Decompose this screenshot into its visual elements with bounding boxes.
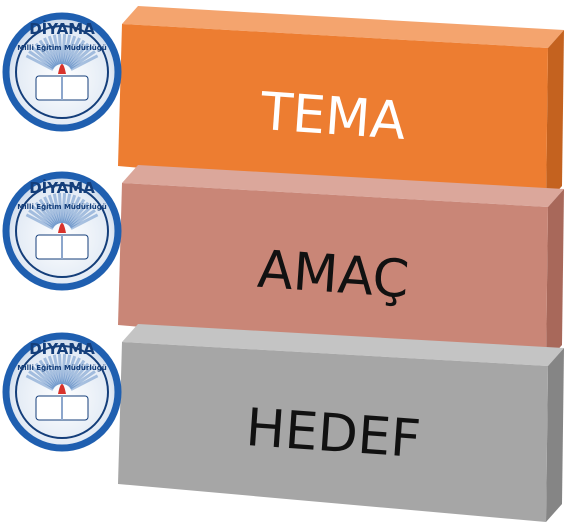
banner-hedef-side-face <box>546 348 564 522</box>
banner-hedef: HEDEF <box>118 324 564 522</box>
school-seal-logo: DİYAMA Milli Eğitim Müdürlüğü <box>2 12 122 132</box>
seal-sub-text: Milli Eğitim Müdürlüğü <box>17 364 106 372</box>
banner-amac-front-face <box>118 183 548 363</box>
banner-amac: AMAÇ <box>118 165 564 363</box>
seal-sub-text: Milli Eğitim Müdürlüğü <box>17 203 106 211</box>
school-seal-logo: DİYAMA Milli Eğitim Müdürlüğü <box>2 171 122 291</box>
banner-tema-front-face <box>118 24 548 204</box>
seal-sub-text: Milli Eğitim Müdürlüğü <box>17 44 106 52</box>
banner-tema-side-face <box>546 30 564 204</box>
seal-arc-text: DİYAMA <box>29 339 95 358</box>
banner-tema-label: TEMA <box>258 82 408 152</box>
banner-amac-top-face <box>122 165 564 207</box>
seal-rays-icon <box>25 192 99 230</box>
seal-rays-icon <box>25 353 99 391</box>
banner-hedef-front-face <box>118 342 548 522</box>
banner-hedef-top-face <box>122 324 564 366</box>
seal-rays-icon <box>25 33 99 71</box>
banner-hedef-label: HEDEF <box>244 398 423 470</box>
banner-tema-top-face <box>122 6 564 48</box>
banner-tema: TEMA <box>118 6 564 204</box>
seal-arc-text: DİYAMA <box>29 19 95 38</box>
seal-arc-text: DİYAMA <box>29 178 95 197</box>
banner-amac-label: AMAÇ <box>256 240 411 310</box>
school-seal-logo: DİYAMA Milli Eğitim Müdürlüğü <box>2 332 122 452</box>
banner-amac-side-face <box>546 189 564 363</box>
